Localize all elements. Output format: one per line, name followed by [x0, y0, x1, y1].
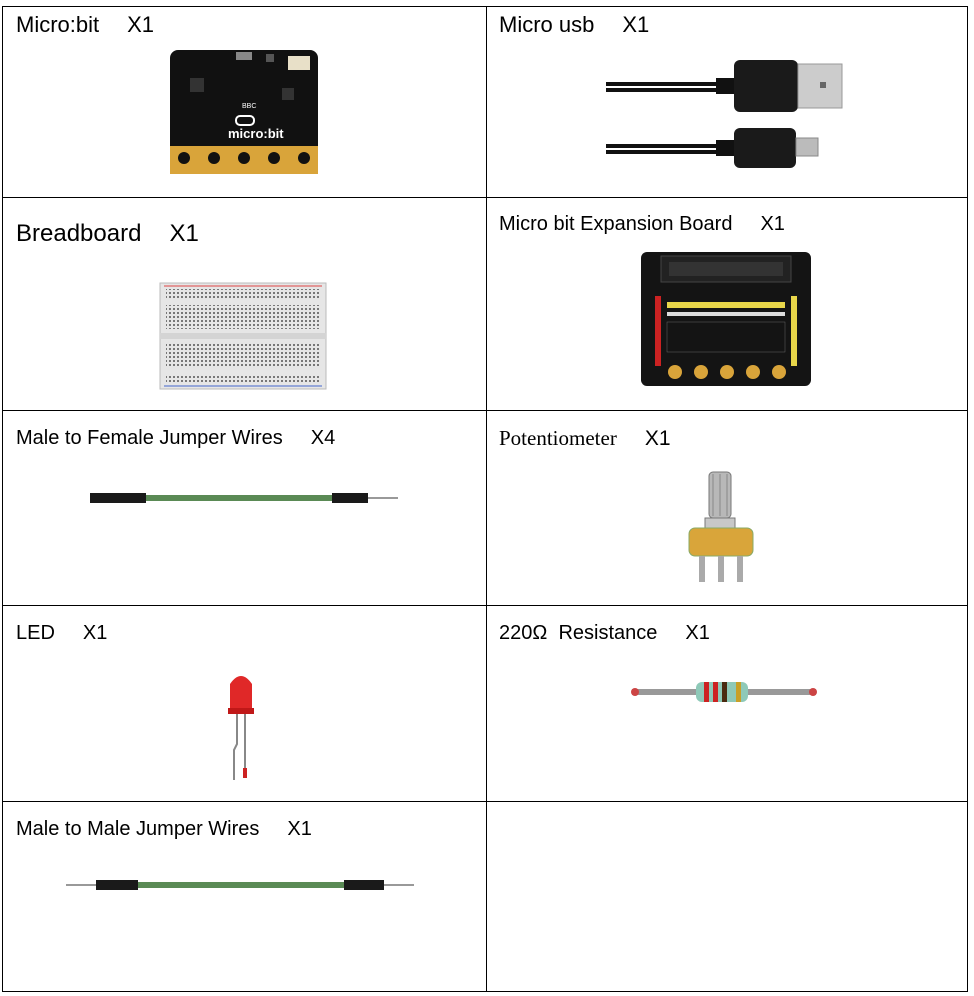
- item-qty: X1: [760, 213, 785, 235]
- item-name: 220Ω: [499, 622, 548, 644]
- item-name: Male to Male Jumper Wires: [16, 818, 260, 840]
- item-label: Micro:bit X1: [16, 12, 154, 38]
- item-name: LED: [16, 622, 55, 644]
- item-label: Male to Female Jumper Wires X4: [16, 427, 335, 450]
- item-qty: X1: [169, 220, 199, 247]
- mf-jumper-wire-image: [90, 493, 398, 503]
- item-name: Micro bit Expansion Board: [499, 213, 733, 235]
- item-label: Potentiometer X1: [499, 426, 671, 451]
- item-label: Breadboard X1: [16, 220, 199, 248]
- item-name: Micro usb: [499, 12, 595, 37]
- item-qty: X1: [644, 427, 671, 450]
- led-image: [228, 676, 254, 780]
- usb-port: [236, 52, 252, 60]
- item-qty: X1: [82, 622, 108, 644]
- potentiometer-image: [688, 471, 754, 582]
- item-label: 220Ω Resistance X1: [499, 622, 710, 645]
- item-name: Breadboard: [16, 220, 142, 247]
- resistor-image: [631, 682, 817, 702]
- item-label: LED X1: [16, 622, 107, 645]
- microbit-board-image: BBC micro:bit: [170, 50, 318, 174]
- parts-table: [2, 6, 968, 992]
- item-label: Male to Male Jumper Wires X1: [16, 818, 312, 841]
- micro-usb-cable-image: [606, 60, 843, 168]
- item-name: Micro:bit: [16, 12, 100, 37]
- row-divider: [3, 410, 967, 411]
- item-qty: X1: [287, 818, 312, 840]
- breadboard-image: [159, 282, 327, 390]
- item-name: Potentiometer: [499, 426, 617, 450]
- item-qty: X4: [310, 427, 336, 449]
- item-name: Male to Female Jumper Wires: [16, 427, 283, 449]
- item-name-2: Resistance: [558, 622, 658, 644]
- row-divider: [3, 605, 967, 606]
- row-divider: [3, 801, 967, 802]
- microbit-logo: micro:bit: [228, 126, 284, 141]
- expansion-board-image: [641, 252, 811, 386]
- item-qty: X1: [127, 12, 155, 37]
- column-divider: [486, 7, 487, 991]
- item-qty: X1: [622, 12, 650, 37]
- item-qty: X1: [685, 622, 710, 644]
- mm-jumper-wire-image: [66, 880, 414, 890]
- item-label: Micro bit Expansion Board X1: [499, 213, 785, 236]
- row-divider: [3, 197, 967, 198]
- bbc-logo: BBC: [242, 103, 256, 110]
- item-label: Micro usb X1: [499, 12, 649, 38]
